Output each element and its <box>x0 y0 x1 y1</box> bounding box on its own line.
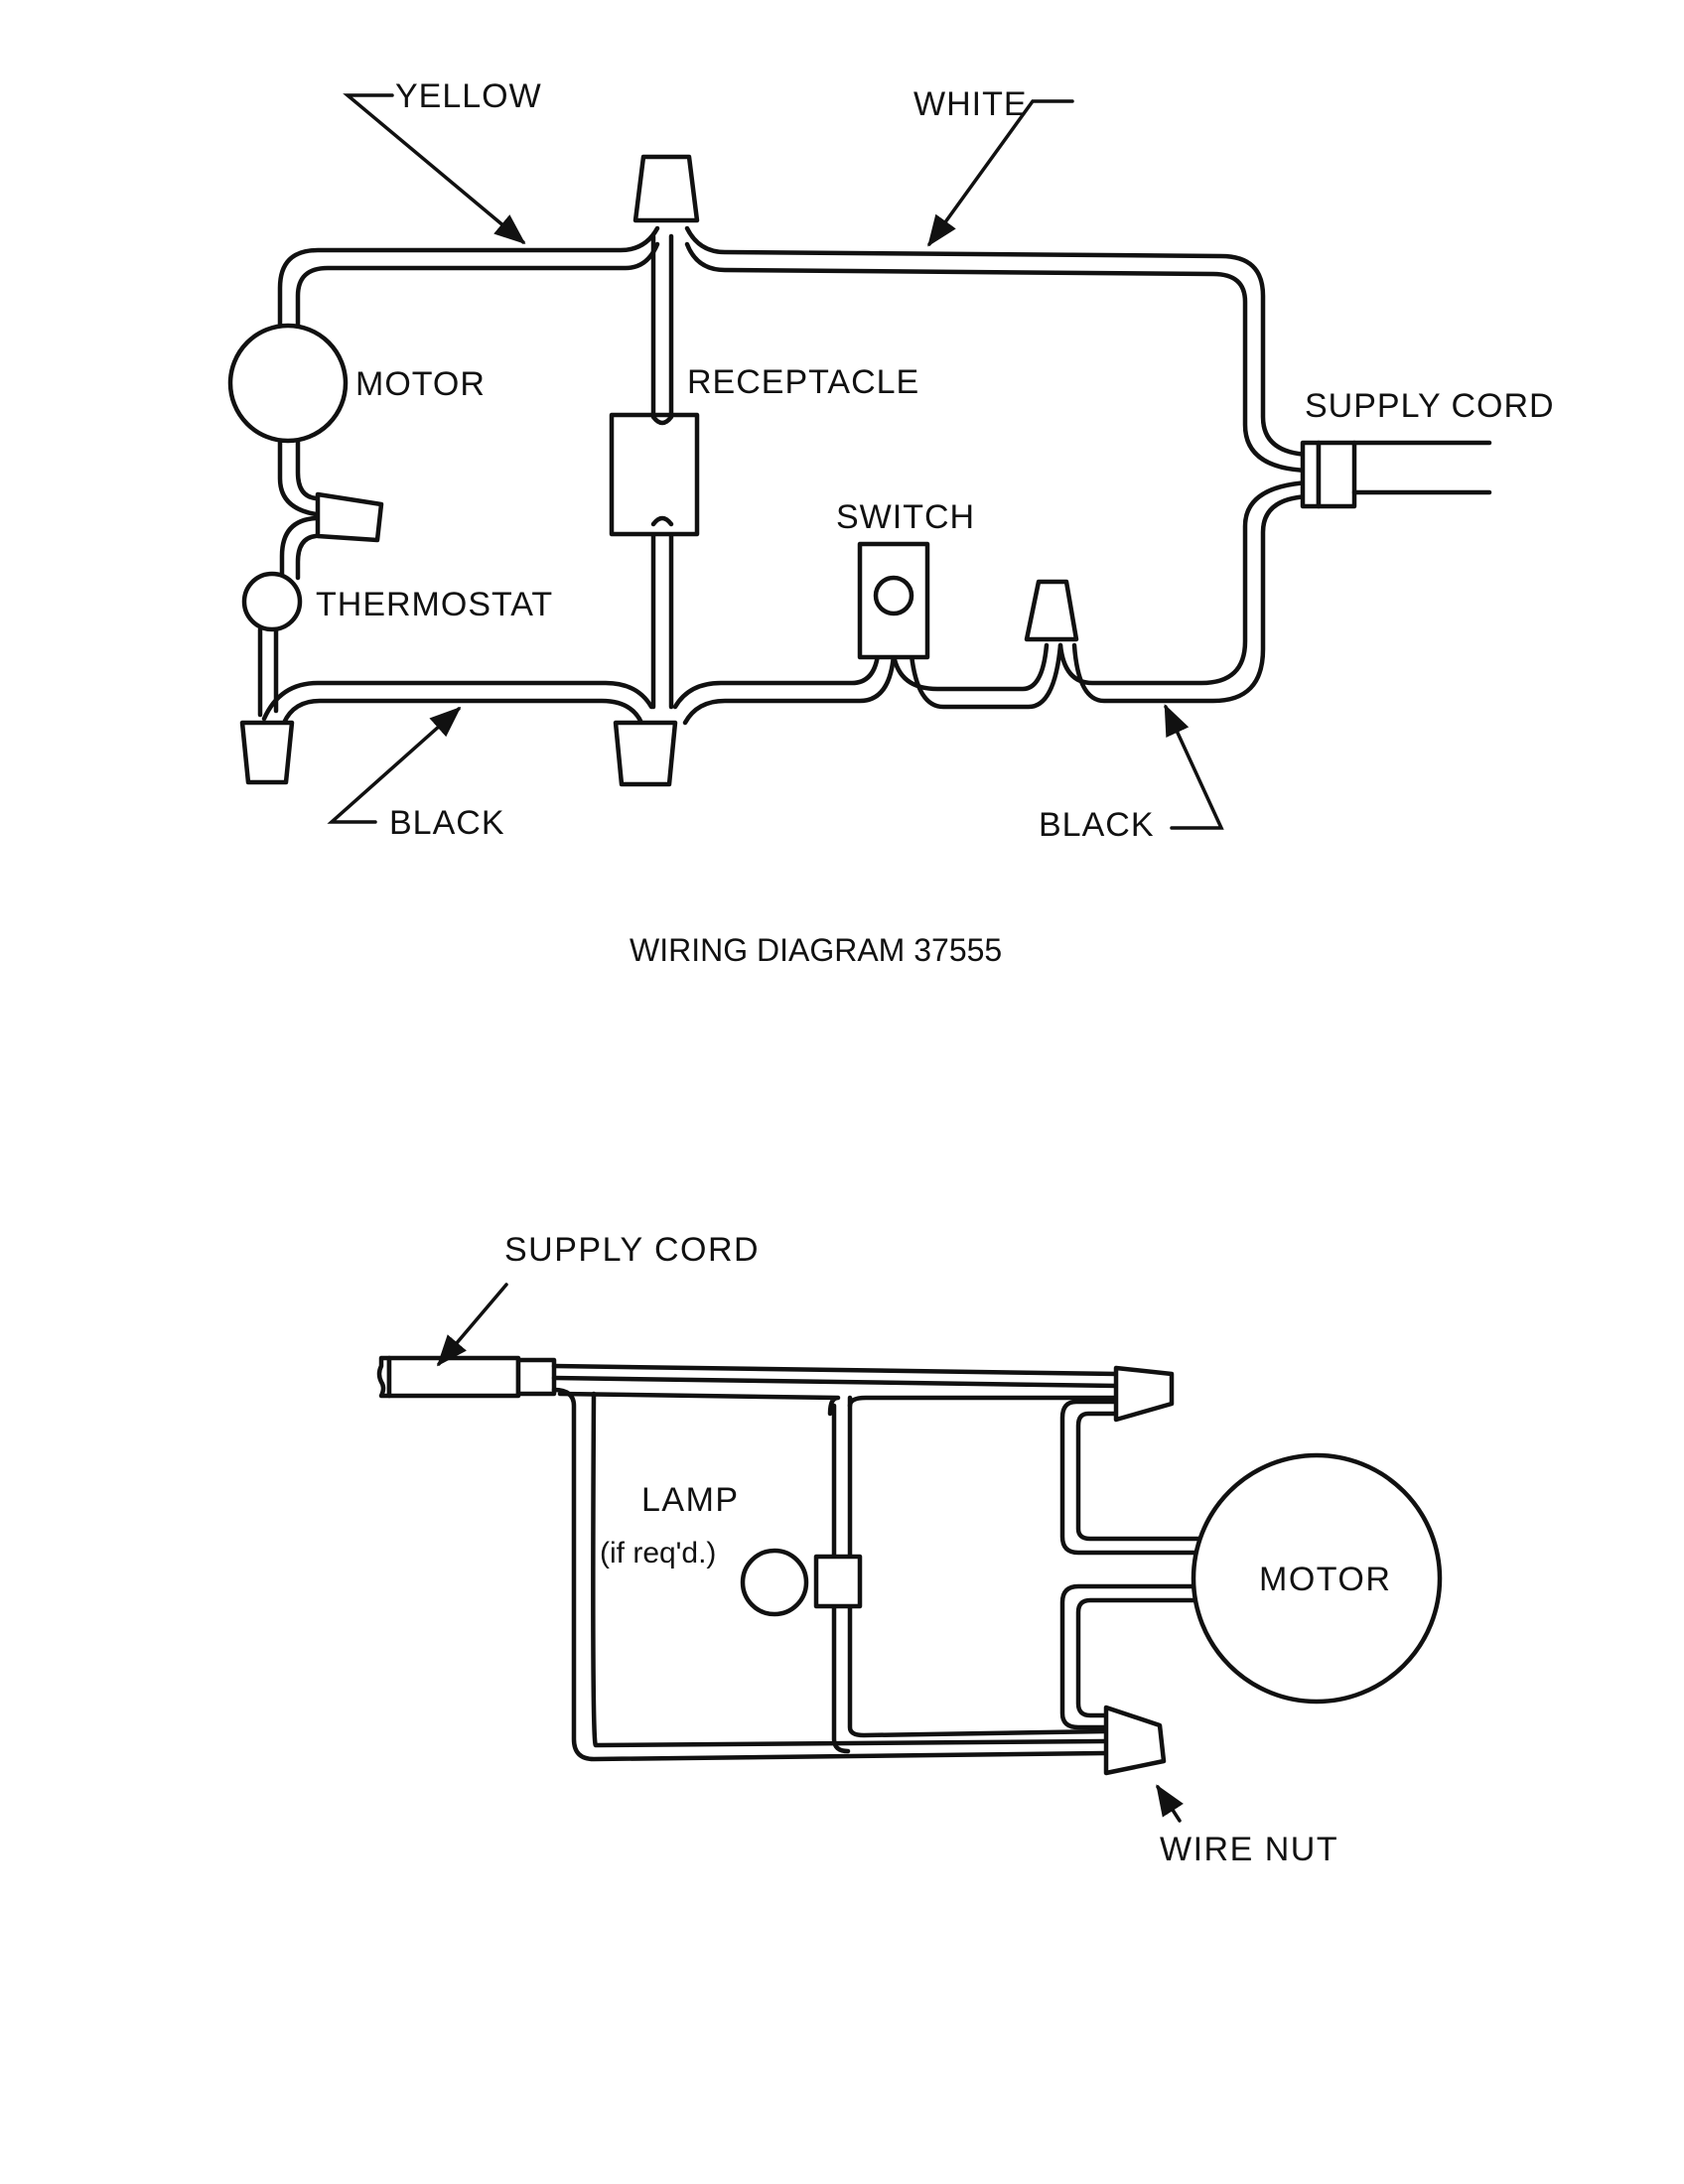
lamp-socket <box>813 1554 863 1609</box>
wiring-diagram-37555: YELLOW WHITE MOTOR RECEPTACLE SUPPLY COR… <box>227 77 1555 968</box>
wire-nut-top <box>1113 1365 1175 1423</box>
label-supply-cord-2: SUPPLY CORD <box>504 1231 760 1269</box>
motor-1 <box>227 323 349 444</box>
receptacle <box>609 412 700 537</box>
label-receptacle: RECEPTACLE <box>687 363 919 401</box>
label-switch: SWITCH <box>836 498 975 536</box>
receptacle-wires <box>650 233 674 710</box>
label-wire-nut: WIRE NUT <box>1160 1831 1338 1868</box>
lamp <box>740 1548 809 1617</box>
top-wires <box>551 1363 1121 1762</box>
wire-nut-receptacle-top <box>632 154 700 223</box>
thermostat <box>241 571 303 632</box>
label-supply-cord-1: SUPPLY CORD <box>1305 387 1555 425</box>
label-lamp-note: (if req'd.) <box>600 1537 716 1570</box>
wire-nut-bottom <box>1103 1705 1167 1776</box>
wire-nut-bottom-middle <box>613 720 678 787</box>
wiring-diagram-lamp-motor: SUPPLY CORD LAMP (if req'd.) MOTOR WIRE … <box>376 1231 1443 1868</box>
diagram-caption: WIRING DIAGRAM 37555 <box>630 932 1002 968</box>
yellow-wire <box>277 225 660 368</box>
motor-2 <box>1191 1452 1443 1705</box>
label-thermostat: THERMOSTAT <box>316 586 553 623</box>
label-yellow: YELLOW <box>395 77 542 115</box>
motor-leads <box>1059 1399 1204 1730</box>
white-wire <box>684 225 1312 474</box>
label-lamp: LAMP <box>641 1481 740 1519</box>
wire-nut-switch-side <box>1024 579 1079 642</box>
label-arrows-1 <box>327 93 1224 830</box>
switch <box>857 541 930 660</box>
label-black-right: BLACK <box>1039 806 1155 844</box>
supply-cord-1 <box>1300 440 1492 509</box>
receptacle-wire-ends <box>650 414 674 527</box>
wire-nut-bottom-left <box>239 720 295 785</box>
supply-cord-2 <box>376 1355 557 1399</box>
label-black-left: BLACK <box>389 804 505 842</box>
black-wire-right <box>672 479 1312 726</box>
black-wire-left <box>261 680 654 726</box>
label-arrows-2 <box>436 1283 1184 1823</box>
label-motor-2: MOTOR <box>1259 1561 1391 1598</box>
wire-nut-motor-thermostat <box>315 491 384 543</box>
label-motor-1: MOTOR <box>355 365 486 403</box>
label-white: WHITE <box>913 85 1028 123</box>
